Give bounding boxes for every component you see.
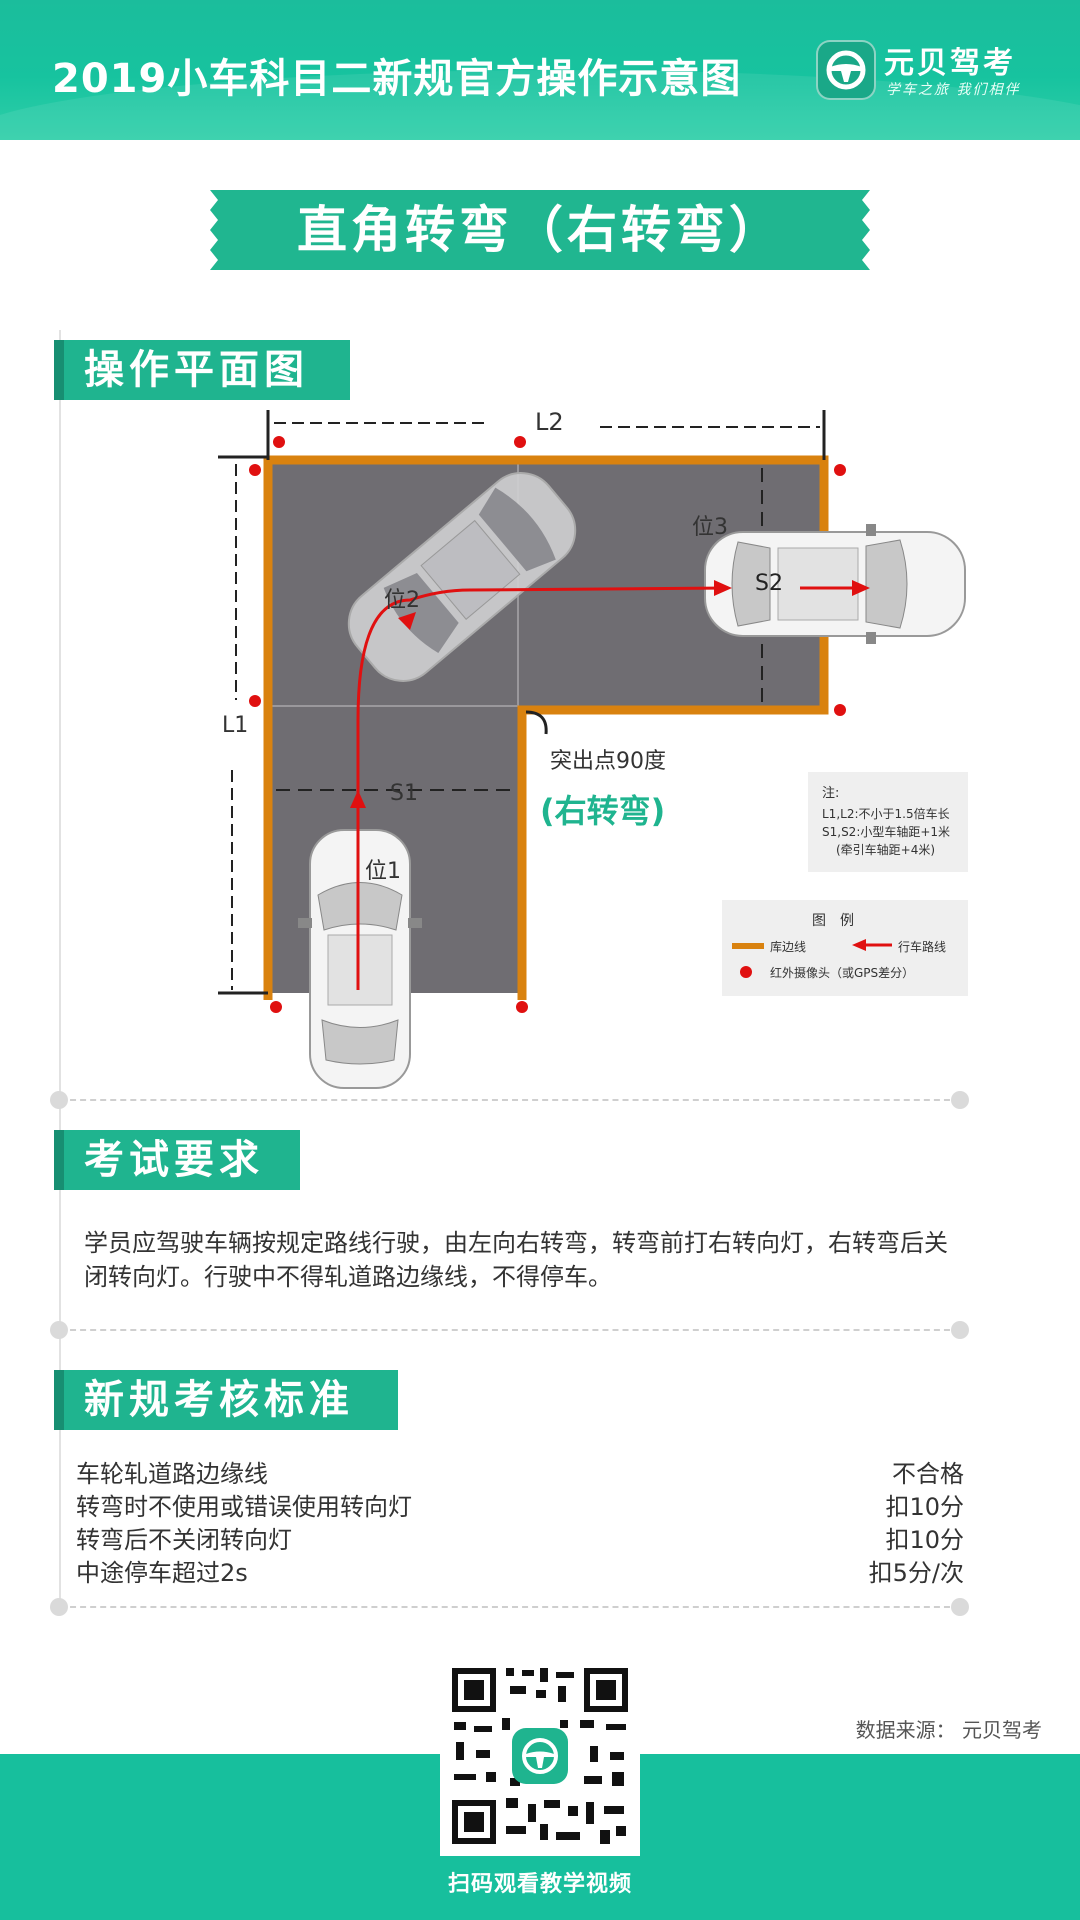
car-position-2 xyxy=(347,472,577,682)
car-position-1 xyxy=(298,829,422,1089)
title-ribbon: 直角转弯（右转弯） xyxy=(218,190,862,270)
divider-dot xyxy=(951,1321,969,1339)
standard-row: 车轮轧道路边缘线 不合格 xyxy=(76,1454,964,1488)
section-heading-text: 新规考核标准 xyxy=(84,1377,354,1423)
car-position-3 xyxy=(704,524,966,644)
divider-dot xyxy=(50,1091,68,1109)
brand-slogan: 学车之旅 我们相伴 xyxy=(886,82,1021,98)
standard-item: 转弯后不关闭转向灯 xyxy=(76,1526,292,1554)
standard-row: 转弯时不使用或错误使用转向灯 扣10分 xyxy=(76,1487,964,1521)
section-divider xyxy=(60,1329,960,1331)
legend-camera-dot xyxy=(740,966,752,978)
standard-penalty: 扣10分 xyxy=(885,1526,964,1554)
standard-penalty: 扣10分 xyxy=(885,1493,964,1521)
section-divider xyxy=(60,1099,960,1101)
ribbon-left-notch xyxy=(210,190,222,270)
qr-label: 扫码观看教学视频 xyxy=(447,1872,632,1897)
standard-item: 车轮轧道路边缘线 xyxy=(76,1460,268,1488)
note-line-2: S1,S2:小型车轴距+1米 xyxy=(822,824,950,839)
legend-title: 图 例 xyxy=(812,913,854,929)
route-arrow xyxy=(852,580,870,596)
section-heading-diagram: 操作平面图 xyxy=(54,340,350,400)
note-title: 注: xyxy=(822,786,839,801)
legend-route: 行车路线 xyxy=(898,939,946,954)
label-s2: S2 xyxy=(755,571,783,596)
ribbon-title: 直角转弯（右转弯） xyxy=(297,201,783,259)
route-line xyxy=(356,586,729,990)
data-source: 数据来源： 元贝驾考 xyxy=(855,1718,1042,1742)
section-heading-text: 操作平面图 xyxy=(84,347,309,393)
section-divider xyxy=(60,1606,960,1608)
standard-row: 转弯后不关闭转向灯 扣10分 xyxy=(76,1520,964,1554)
note-box xyxy=(808,772,968,872)
label-position-2: 位2 xyxy=(384,588,420,613)
route-arrow xyxy=(714,580,732,596)
label-l2: L2 xyxy=(535,408,564,436)
standard-row: 中途停车超过2s 扣5分/次 xyxy=(76,1553,964,1587)
legend-boundary: 库边线 xyxy=(770,939,806,954)
qr-code-pattern xyxy=(452,1668,628,1844)
legend-camera: 红外摄像头（或GPS差分） xyxy=(770,965,914,980)
label-turn: (右转弯) xyxy=(540,792,665,830)
section-heading-requirements: 考试要求 xyxy=(54,1130,300,1190)
steering-wheel-icon xyxy=(816,40,876,100)
page-title: 2019小车科目二新规官方操作示意图 xyxy=(52,56,742,102)
header-banner: 2019小车科目二新规官方操作示意图 元贝驾考 学车之旅 我们相伴 xyxy=(0,0,1080,140)
note-line-1: L1,L2:不小于1.5倍车长 xyxy=(822,806,950,821)
corner-arc xyxy=(525,710,548,735)
qr-code[interactable] xyxy=(440,1656,640,1856)
requirements-text: 学员应驾驶车辆按规定路线行驶，由左向右转弯，转弯前打右转向灯，右转弯后关闭转向灯… xyxy=(84,1229,948,1291)
camera-dots xyxy=(249,436,846,1013)
standard-penalty: 不合格 xyxy=(892,1460,964,1488)
standard-item: 中途停车超过2s xyxy=(76,1559,248,1587)
label-s1: S1 xyxy=(390,781,418,806)
divider-dot xyxy=(50,1321,68,1339)
standard-item: 转弯时不使用或错误使用转向灯 xyxy=(76,1493,412,1521)
ribbon-right-notch xyxy=(858,190,870,270)
divider-dot xyxy=(951,1598,969,1616)
label-position-1: 位1 xyxy=(365,859,401,884)
legend-route-arrow xyxy=(852,939,866,951)
divider-dot xyxy=(951,1091,969,1109)
label-l1: L1 xyxy=(222,713,248,738)
section-heading-standards: 新规考核标准 xyxy=(54,1370,398,1430)
route-arrow xyxy=(398,612,416,630)
standard-penalty: 扣5分/次 xyxy=(868,1559,964,1587)
section-heading-text: 考试要求 xyxy=(84,1137,264,1183)
route-arrow xyxy=(350,790,366,808)
label-position-3: 位3 xyxy=(692,515,728,540)
brand-name: 元贝驾考 xyxy=(884,46,1016,81)
divider-dot xyxy=(50,1598,68,1616)
operation-diagram: L2 L1 S1 S2 位1 位2 位3 突出点90度 (右转弯) 注: L1,… xyxy=(218,408,968,1089)
section-rail xyxy=(59,330,61,1610)
note-line-3: (牵引车轴距+4米) xyxy=(836,842,935,857)
label-corner: 突出点90度 xyxy=(550,749,666,774)
